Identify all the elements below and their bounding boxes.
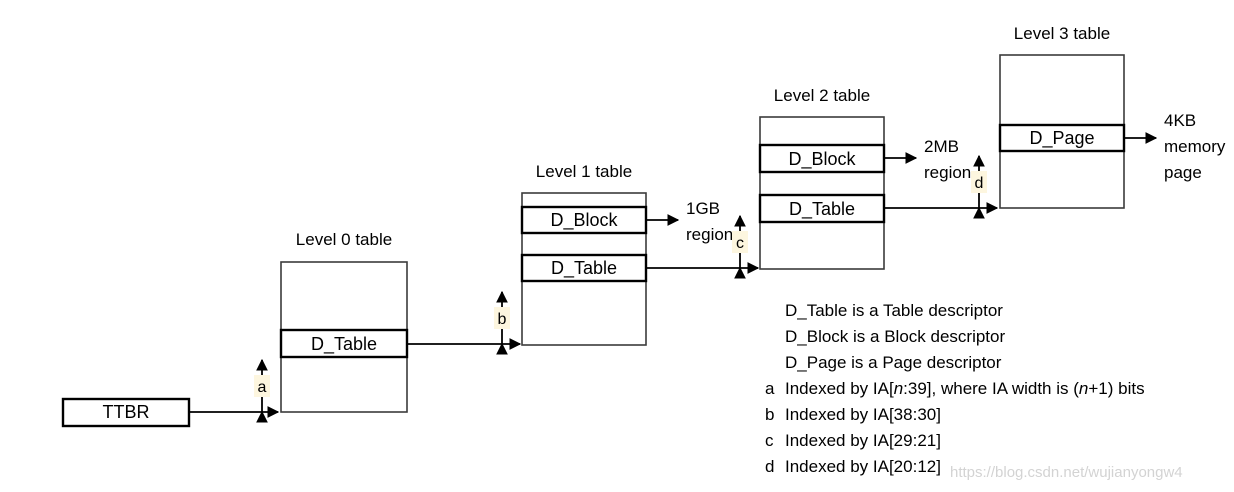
legend-descriptor-0: D_Table is a Table descriptor [785,301,1003,320]
region-2mb-line-1: region [924,163,971,182]
ttbr-label: TTBR [103,402,150,422]
table-level2-row-0-label: D_Block [788,149,856,170]
table-level0: Level 0 table D_Table [279,230,409,413]
memory-page-line-2: page [1164,163,1202,182]
table-level2-row-d-table [758,193,886,224]
table-level1-row-0-label: D_Block [550,210,618,231]
marker-b-highlight [494,307,510,329]
output-region-1gb: 1GB region [686,199,733,244]
legend-descriptor-1: D_Block is a Block descriptor [785,327,1005,346]
table-level3: Level 3 table D_Page [998,24,1126,209]
marker-a-label: a [258,379,267,396]
table-level3-row-0-label: D_Page [1029,128,1094,149]
table-level3-row-d-page [998,123,1126,153]
memory-page-line-1: memory [1164,137,1226,156]
legend-note-a-italic1: n [894,379,903,398]
table-level1-row-1-label: D_Table [551,258,617,279]
legend-note-a-prefix: Indexed by IA[ [785,379,894,398]
legend: D_Table is a Table descriptor D_Block is… [765,301,1145,476]
legend-note-c: Indexed by IA[29:21] [785,431,941,450]
ttbr-box-outline [61,397,191,428]
marker-d-label: d [975,175,984,192]
legend-note-b: Indexed by IA[38:30] [785,405,941,424]
region-1gb-line-0: 1GB [686,199,720,218]
table-level1-row-d-block [520,205,648,235]
ttbr-register-box: TTBR [61,397,191,428]
region-2mb-line-0: 2MB [924,137,959,156]
legend-key-c: c [765,431,774,450]
watermark-text: https://blog.csdn.net/wujianyongw4 [950,464,1183,481]
legend-note-a-mid: :39], where IA width is ( [903,379,1079,398]
table-level2: Level 2 table D_Block D_Table [758,86,886,270]
region-1gb-line-1: region [686,225,733,244]
marker-a-highlight [254,375,270,397]
table-level0-title: Level 0 table [296,230,392,249]
legend-note-a-suffix: +1) bits [1088,379,1144,398]
table-level3-title: Level 3 table [1014,24,1110,43]
marker-c-highlight [732,231,748,253]
legend-note-a-italic2: n [1079,379,1088,398]
table-level0-row-0-label: D_Table [311,334,377,355]
marker-c-label: c [736,235,744,252]
index-marker-b: b [494,290,510,355]
table-level1-title: Level 1 table [536,162,632,181]
index-marker-c: c [732,214,748,279]
index-marker-d: d [971,154,987,219]
output-memory-page-4kb: 4KB memory page [1164,111,1226,182]
table-level2-row-1-label: D_Table [789,199,855,220]
legend-key-d: d [765,457,774,476]
legend-key-b: b [765,405,774,424]
legend-key-a: a [765,379,775,398]
marker-b-label: b [498,311,507,328]
memory-page-line-0: 4KB [1164,111,1196,130]
marker-d-highlight [971,171,987,193]
table-level1-row-d-table [520,253,648,283]
table-level2-title: Level 2 table [774,86,870,105]
index-marker-a: a [254,358,270,423]
table-level1: Level 1 table D_Block D_Table [520,162,648,346]
output-region-2mb: 2MB region [924,137,971,182]
legend-descriptor-2: D_Page is a Page descriptor [785,353,1002,372]
table-level2-row-d-block [758,143,886,174]
legend-note-d: Indexed by IA[20:12] [785,457,941,476]
legend-note-a: Indexed by IA[n:39], where IA width is (… [785,379,1145,398]
table-level2-outline [759,116,885,270]
